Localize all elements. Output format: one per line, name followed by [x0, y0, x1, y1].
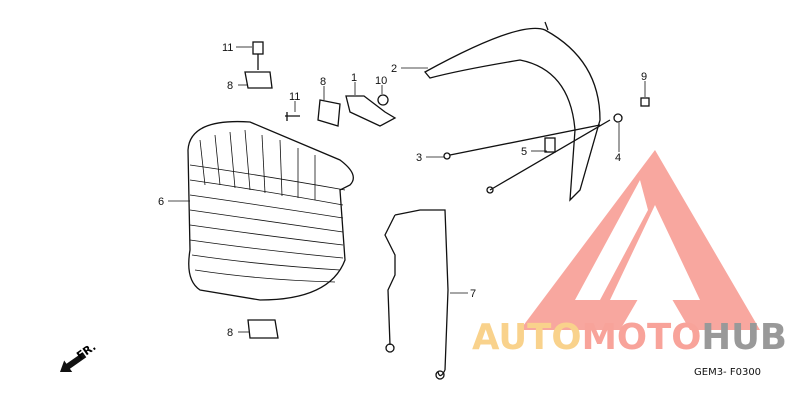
callout-2: 2: [391, 63, 397, 75]
watermark-text: AUTOMOTOHUB: [472, 317, 787, 358]
diagram-code: GEM3- F0300: [694, 367, 761, 378]
basket: [187, 120, 354, 301]
callout-11: 11: [222, 42, 233, 54]
callout-3: 3: [416, 152, 422, 164]
callout-leaders: [168, 46, 646, 333]
callout-8: 8: [320, 76, 326, 88]
callout-6: 6: [158, 196, 164, 208]
callout-8: 8: [227, 327, 233, 339]
callout-4: 4: [615, 152, 621, 164]
callout-11: 11: [289, 91, 300, 103]
watermark-logo: [520, 150, 760, 330]
hardware: [244, 21, 650, 380]
callout-9: 9: [641, 71, 647, 83]
callout-8: 8: [227, 80, 233, 92]
callout-5: 5: [521, 146, 527, 158]
front-arrow-icon: [60, 352, 87, 372]
callout-10: 10: [375, 75, 387, 87]
callout-1: 1: [351, 72, 357, 84]
callout-7: 7: [470, 288, 476, 300]
